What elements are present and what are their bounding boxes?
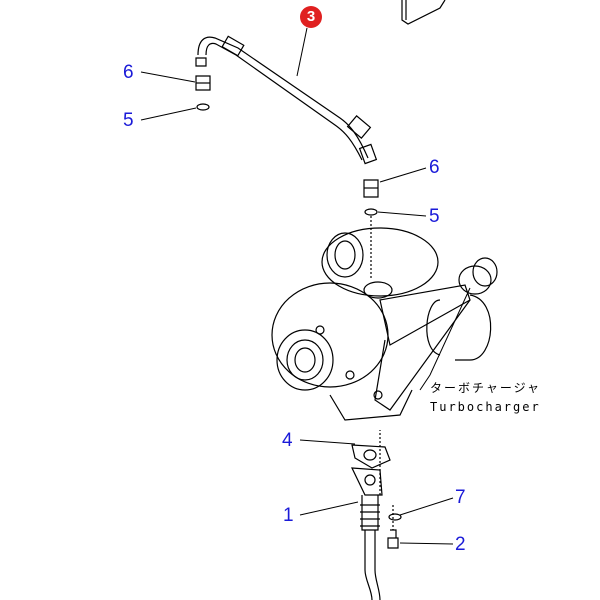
drain-tube (351, 430, 383, 600)
washer-7 (388, 513, 402, 521)
label-part-5-top[interactable]: 5 (123, 110, 134, 131)
oil-pipe (195, 35, 378, 165)
washer-mid (364, 208, 378, 216)
label-part-1[interactable]: 1 (283, 505, 294, 526)
gasket (351, 444, 391, 469)
fitting-nut-top (195, 75, 211, 91)
label-part-6-top[interactable]: 6 (123, 62, 134, 83)
caption-english: Turbocharger (430, 400, 541, 414)
washer-top (196, 103, 210, 111)
label-part-5-mid[interactable]: 5 (429, 206, 440, 227)
fitting-nut-mid (363, 179, 379, 198)
leader-lines (140, 27, 471, 545)
caption-japanese: ターボチャージャ (430, 381, 542, 395)
label-part-6-mid[interactable]: 6 (429, 157, 440, 178)
bolt-2 (387, 529, 399, 549)
label-part-7[interactable]: 7 (455, 487, 466, 508)
callout-3[interactable]: 3 (300, 6, 322, 28)
label-part-2[interactable]: 2 (455, 534, 466, 555)
label-part-4[interactable]: 4 (282, 430, 293, 451)
front-direction-badge (401, 0, 446, 25)
turbocharger-body (271, 227, 498, 421)
